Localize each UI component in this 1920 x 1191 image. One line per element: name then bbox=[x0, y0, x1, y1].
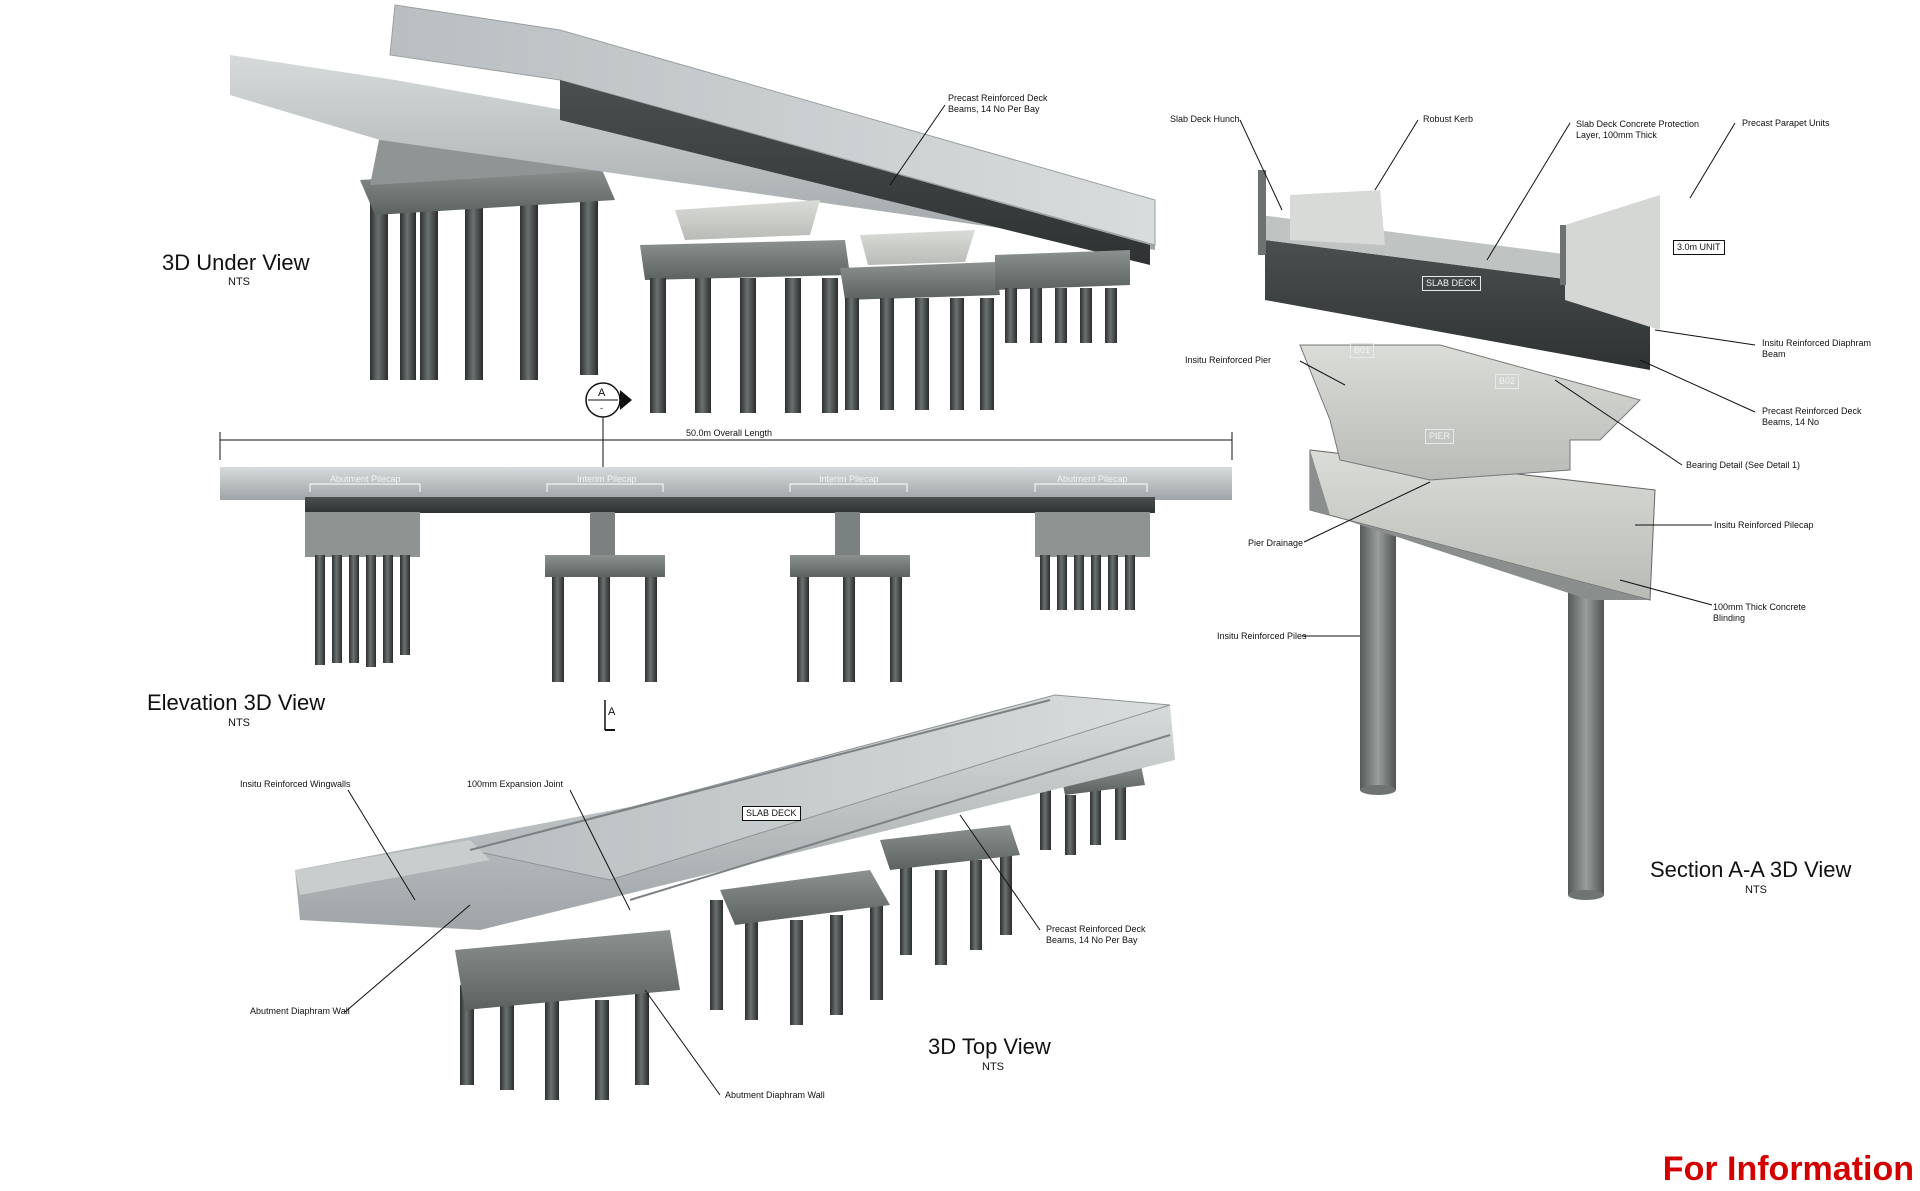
interim-pilecap-2-label: Interim Pilecap bbox=[819, 474, 879, 484]
overall-length-dimension: 50.0m Overall Length bbox=[683, 428, 776, 438]
unit-tag: 3.0m UNIT bbox=[1673, 240, 1725, 255]
wingwalls-label: Insitu Reinforced Wingwalls bbox=[240, 779, 351, 789]
under-view-model bbox=[230, 4, 1156, 413]
blinding-label: 100mm Thick Concrete Blinding bbox=[1713, 602, 1806, 623]
top-view-model bbox=[295, 694, 1175, 1100]
bearing-b02-tag: B02 bbox=[1495, 374, 1520, 389]
robust-kerb-label: Robust Kerb bbox=[1423, 114, 1474, 124]
parapet-units-label: Precast Parapet Units bbox=[1742, 118, 1830, 128]
abutment-wall-left-label: Abutment Diaphram Wall bbox=[250, 1006, 350, 1016]
under-view-scale: NTS bbox=[228, 276, 250, 288]
pier-drainage-label: Pier Drainage bbox=[1248, 538, 1304, 548]
pier-tag: PIER bbox=[1425, 429, 1455, 444]
section-deck-beams-label: Precast Reinforced Deck Beams, 14 No bbox=[1762, 406, 1862, 427]
elevation-view-scale: NTS bbox=[228, 717, 250, 729]
abutment-pilecap-left-label: Abutment Pilecap bbox=[330, 474, 401, 484]
elevation-view-model bbox=[219, 382, 1233, 731]
section-slab-deck-tag: SLAB DECK bbox=[1422, 276, 1481, 291]
insitu-pilecap-label: Insitu Reinforced Pilecap bbox=[1714, 520, 1814, 530]
diaphram-beam-label: Insitu Reinforced Diaphram Beam bbox=[1762, 338, 1872, 359]
elevation-view-title: Elevation 3D View bbox=[147, 690, 326, 715]
protection-layer-label: Slab Deck Concrete Protection Layer, 100… bbox=[1576, 119, 1700, 140]
expansion-joint-label: 100mm Expansion Joint bbox=[467, 779, 564, 789]
section-marker-letter: A bbox=[598, 387, 606, 399]
abutment-wall-bottom-label: Abutment Diaphram Wall bbox=[725, 1090, 825, 1100]
abutment-pilecap-right-label: Abutment Pilecap bbox=[1057, 474, 1128, 484]
bearing-b01-tag: B01 bbox=[1350, 343, 1375, 358]
top-deck-beams-label: Precast Reinforced Deck Beams, 14 No Per… bbox=[1046, 924, 1146, 945]
insitu-pier-label: Insitu Reinforced Pier bbox=[1185, 355, 1272, 365]
under-view-title: 3D Under View bbox=[162, 250, 310, 275]
for-information-stamp: For Information bbox=[1662, 1150, 1914, 1188]
under-deck-beams-label: Precast Reinforced Deck Beams, 14 No Per… bbox=[948, 93, 1048, 114]
section-view-model bbox=[1239, 119, 1756, 900]
bearing-detail-label: Bearing Detail (See Detail 1) bbox=[1686, 460, 1801, 470]
section-view-scale: NTS bbox=[1745, 884, 1767, 896]
section-marker-sub: - bbox=[600, 403, 603, 413]
insitu-piles-label: Insitu Reinforced Piles bbox=[1217, 631, 1307, 641]
section-view-title: Section A-A 3D View bbox=[1650, 857, 1852, 882]
top-view-title: 3D Top View bbox=[928, 1034, 1051, 1059]
top-slab-deck-tag: SLAB DECK bbox=[742, 806, 801, 821]
top-view-scale: NTS bbox=[982, 1061, 1004, 1073]
interim-pilecap-1-label: Interim Pilecap bbox=[577, 474, 637, 484]
section-marker-bottom-letter: A bbox=[608, 706, 616, 718]
slab-deck-hunch-label: Slab Deck Hunch bbox=[1170, 114, 1240, 124]
